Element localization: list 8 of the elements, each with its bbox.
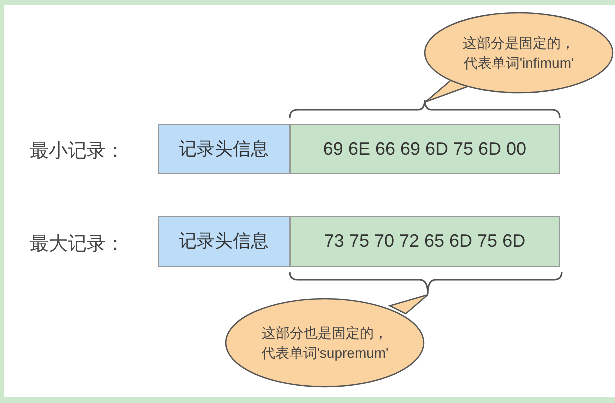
callout-text: 这部分也是固定的，代表单词'supremum' — [260, 324, 390, 363]
header-field: 记录头信息 — [158, 124, 290, 174]
callout-text: 这部分是固定的，代表单词'infimum' — [462, 34, 576, 73]
row-label: 最小记录： — [30, 140, 125, 164]
data-field: 73 75 70 72 65 6D 75 6D — [290, 216, 560, 267]
row-label: 最大记录： — [30, 233, 125, 257]
header-field: 记录头信息 — [158, 216, 290, 267]
data-field: 69 6E 66 69 6D 75 6D 00 — [290, 124, 560, 174]
